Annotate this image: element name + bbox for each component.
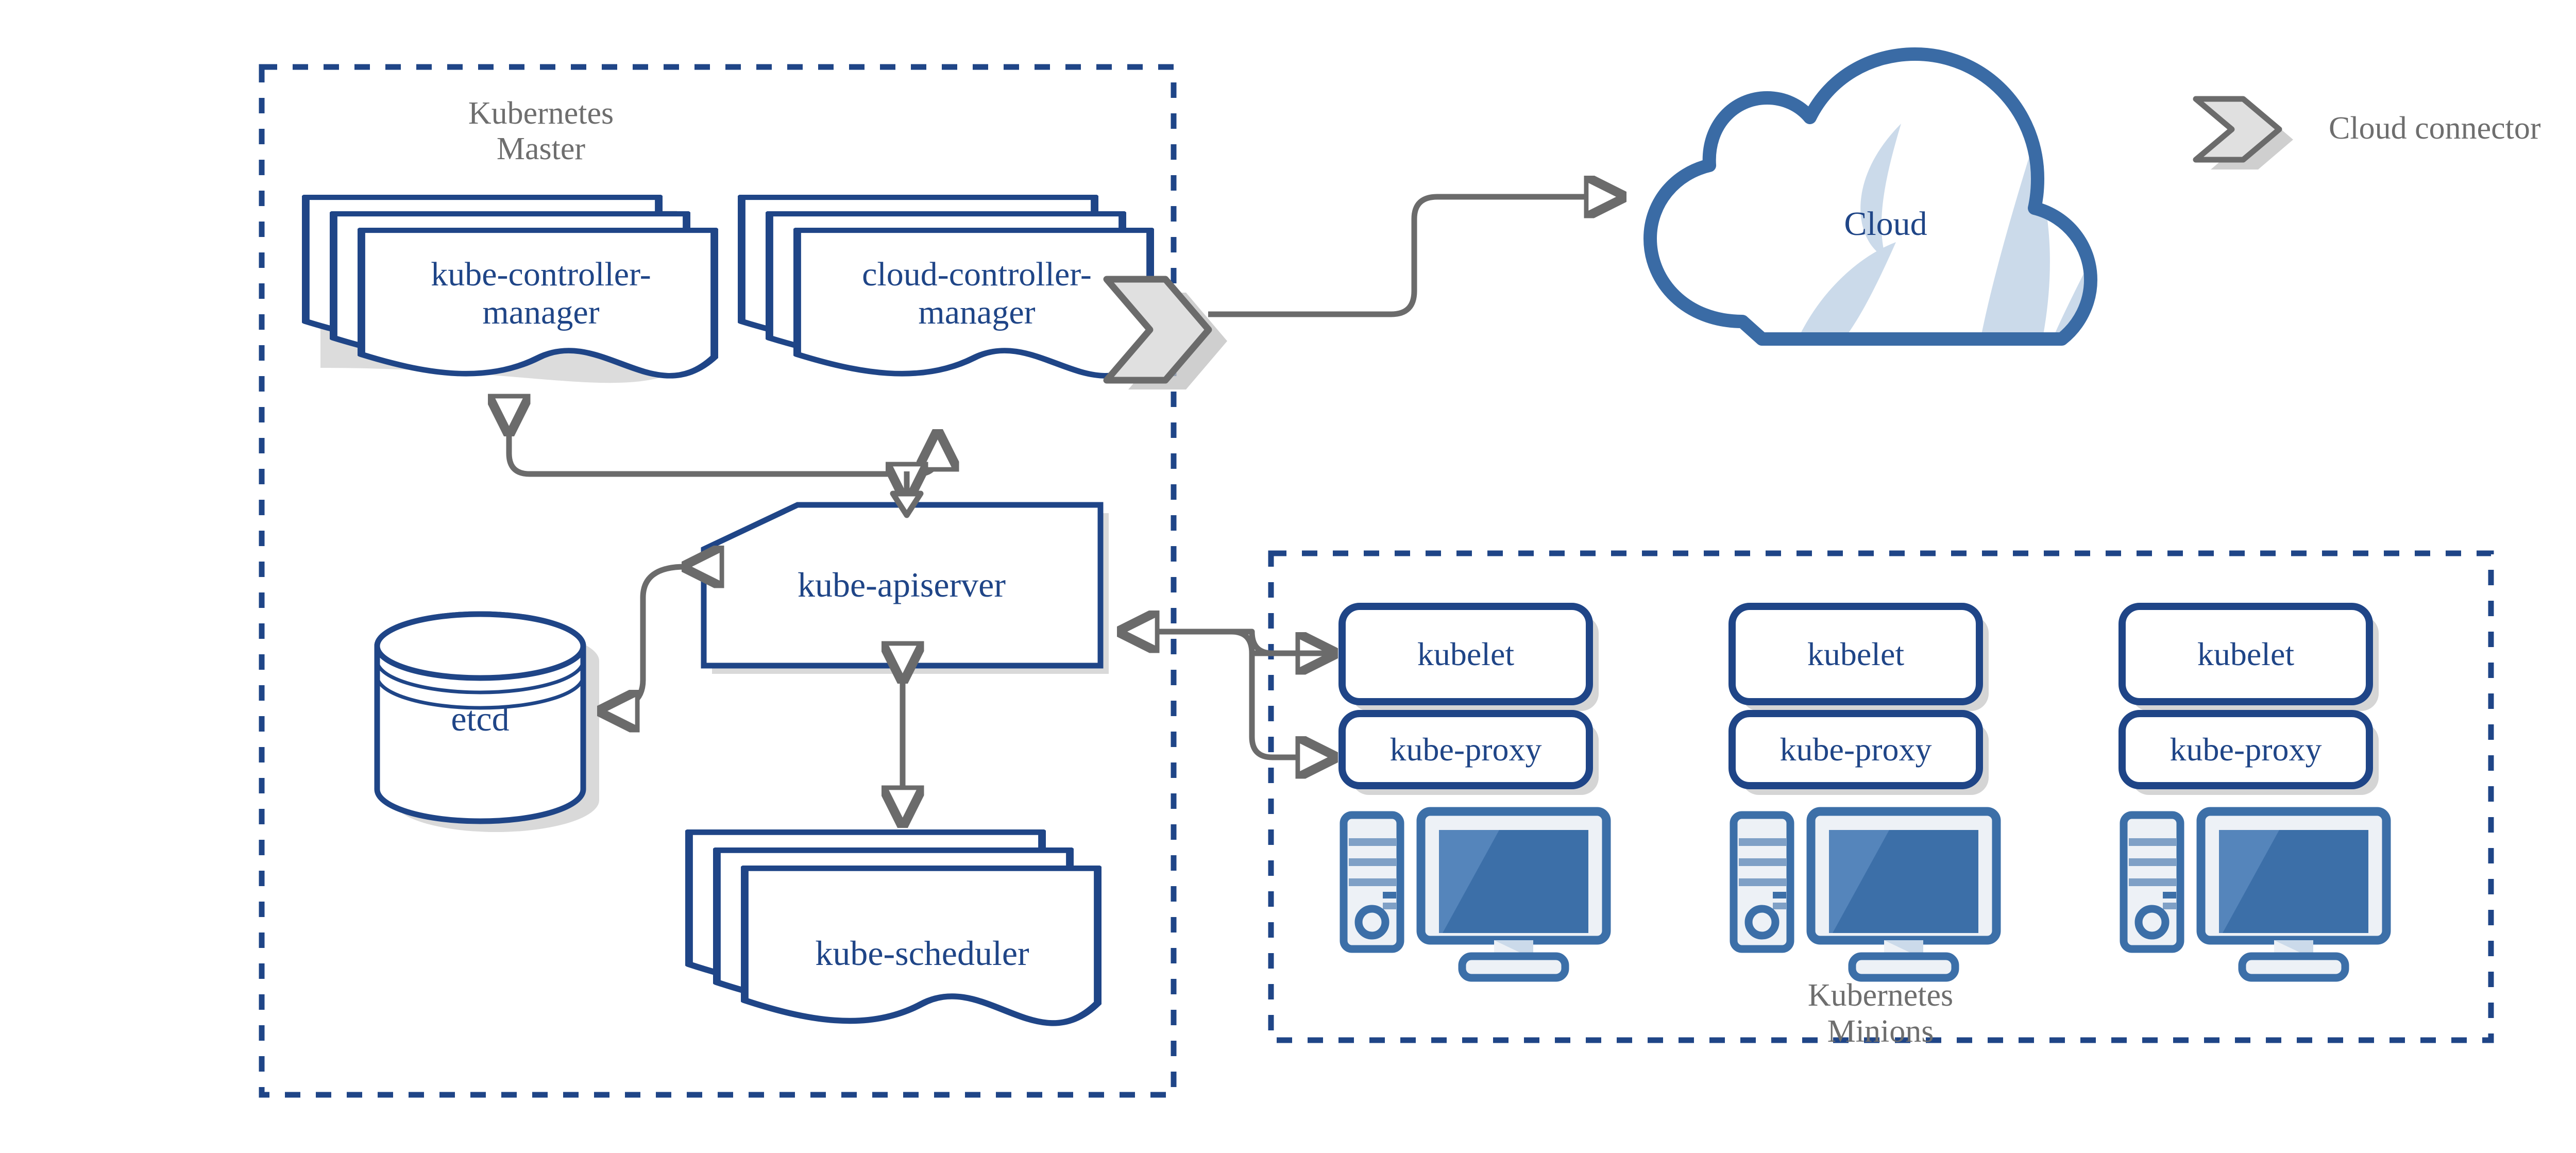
minion-group-2 — [1728, 603, 2001, 982]
connector-ccm-to-cloud — [1208, 197, 1623, 317]
minion-group-3 — [2119, 603, 2391, 982]
master-group-border — [259, 64, 1177, 1098]
cloud-node[interactable] — [1638, 46, 2102, 350]
desktop-computer-icon-2 — [1730, 807, 2001, 982]
kube-apiserver-node[interactable] — [701, 502, 1109, 674]
connector-minions-to-apiserver — [1121, 632, 1334, 656]
connector-apiserver-to-controllers — [509, 433, 938, 477]
desktop-computer-icon-1 — [1340, 807, 1611, 982]
desktop-computer-icon-3 — [2120, 807, 2391, 982]
minion-group-1 — [1338, 603, 1611, 982]
cloud-connector-chevron-icon — [1103, 276, 1227, 389]
connector-apiserver-to-kubelet — [1128, 629, 1334, 653]
connector-apiserver-to-kubeproxy — [1249, 653, 1334, 757]
minions-group-border — [1268, 550, 2494, 1043]
arrowhead-into-apiserver — [890, 490, 924, 518]
connector-apiserver-to-etcd — [601, 567, 685, 711]
cloud-controller-manager-node[interactable] — [741, 197, 1150, 376]
etcd-node[interactable] — [374, 611, 599, 832]
kube-scheduler-node[interactable] — [689, 832, 1098, 1023]
kube-controller-manager-node[interactable] — [306, 197, 715, 383]
legend-chevron-icon — [2193, 96, 2293, 169]
